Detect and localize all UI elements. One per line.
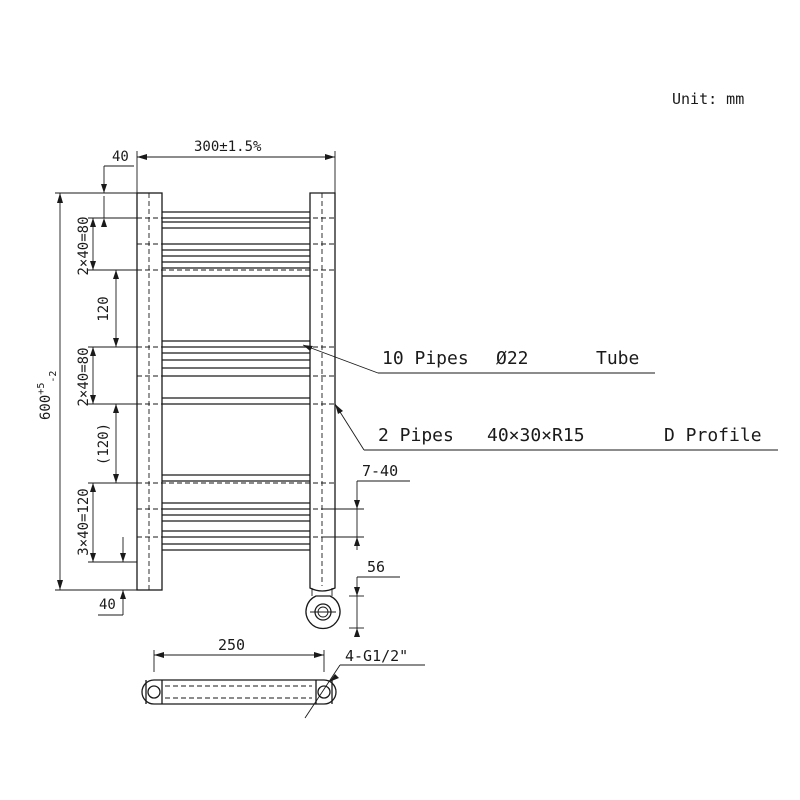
towel-rail-front-view: [136, 192, 336, 592]
thread-label: 4-G1/2": [345, 647, 408, 665]
horizontal-pipes: [137, 211, 335, 551]
top-offset-label: 40: [112, 149, 129, 165]
bracket-width-label: 250: [218, 636, 245, 654]
profiles-size-label: 40×30×R15: [487, 425, 585, 446]
unit-label: Unit: mm: [672, 90, 744, 108]
left-bracket-hole: [147, 685, 161, 699]
gap1-label: 120: [96, 296, 112, 321]
bottom-offset-label: 40: [99, 597, 116, 613]
width-dimension: [136, 151, 336, 193]
profile-callout: [334, 403, 778, 451]
pipes-size-label: Ø22: [496, 348, 529, 369]
left-dimensions: [55, 165, 137, 616]
valve-connector: [305, 576, 400, 637]
right-side-profile: [309, 192, 336, 592]
left-side-profile: [136, 192, 163, 591]
valve-spacing-dimension: [322, 480, 410, 550]
profiles-type-label: D Profile: [664, 425, 762, 446]
pipes-count-label: 10 Pipes: [382, 348, 469, 369]
height-dimension-label: 600+5-2: [36, 371, 59, 420]
profiles-count-label: 2 Pipes: [378, 425, 454, 446]
pipe-callout: [302, 344, 655, 374]
valve-spacing-label: 7-40: [362, 462, 398, 480]
bottom-plan-view: [141, 650, 425, 719]
pipes-type-label: Tube: [596, 348, 639, 369]
group2-label: 2×40=80: [76, 347, 92, 406]
gap2-label: (120): [96, 423, 112, 465]
right-bracket-hole: [317, 685, 331, 699]
group1-label: 2×40=80: [76, 216, 92, 275]
group3-label: 3×40=120: [76, 488, 92, 555]
valve-depth-label: 56: [367, 558, 385, 576]
width-label: 300±1.5%: [194, 139, 262, 155]
